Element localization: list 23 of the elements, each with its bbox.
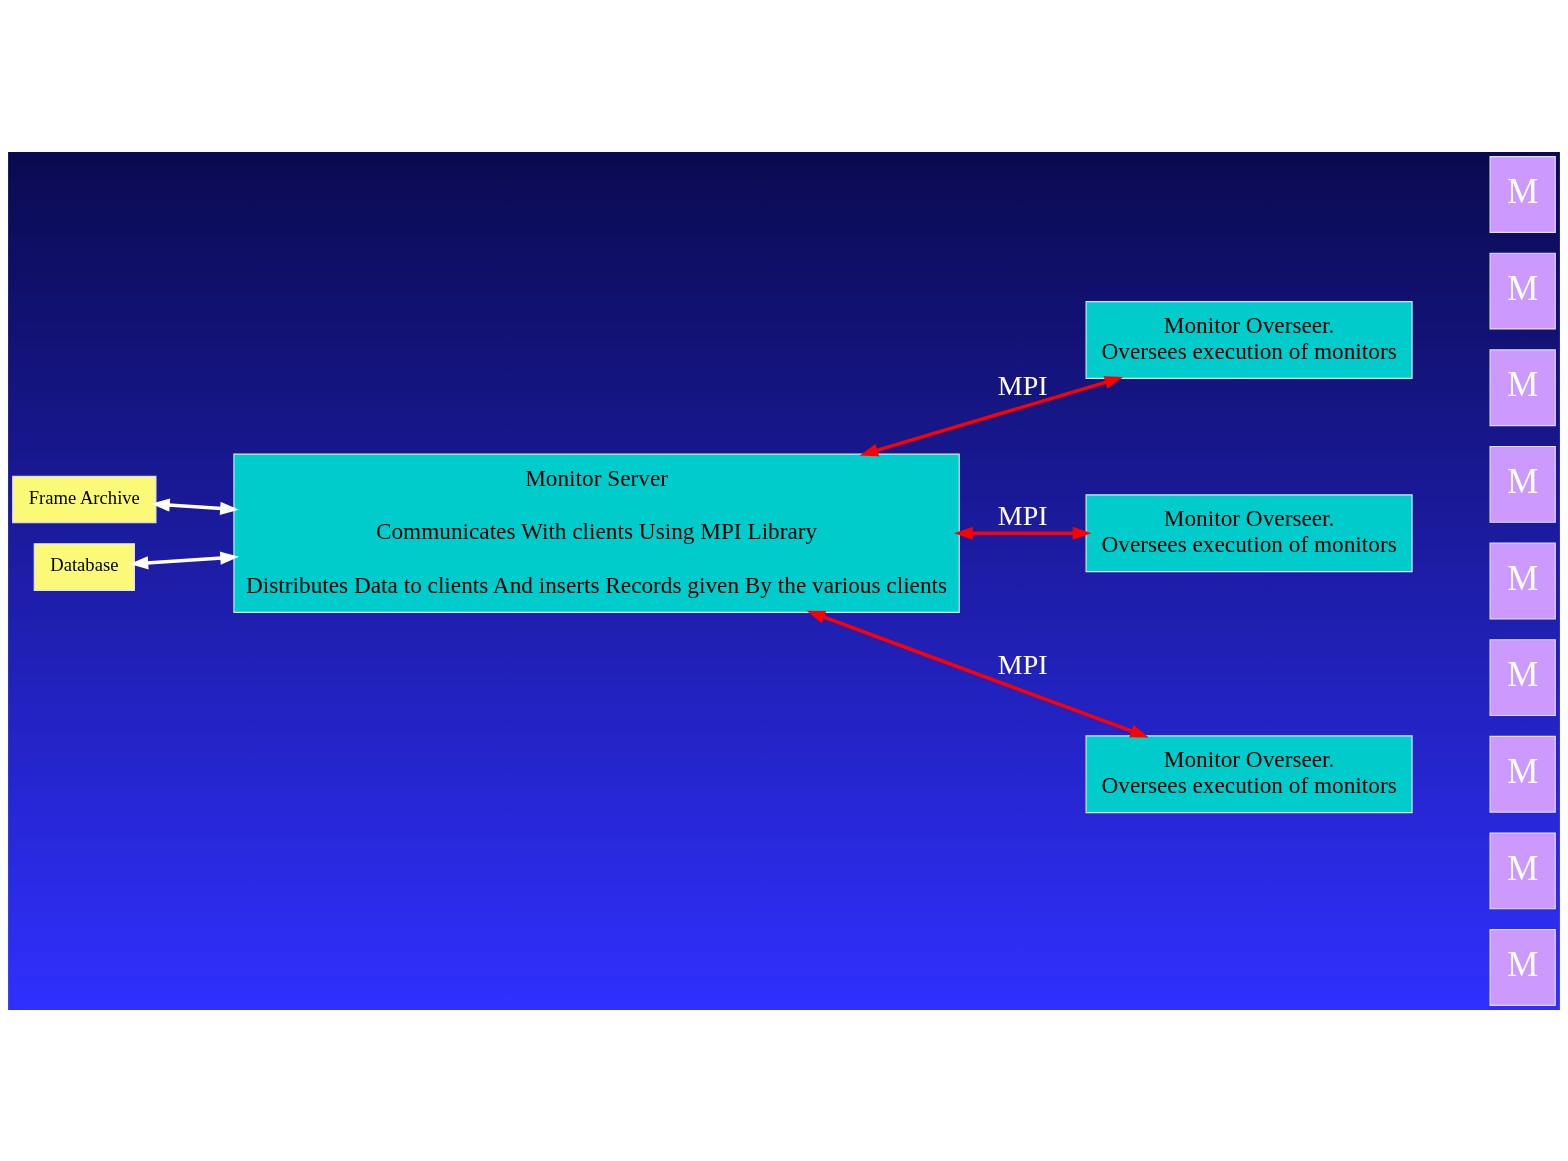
- node-box: M: [1489, 928, 1556, 1006]
- edge-label: MPI: [997, 648, 1048, 680]
- arrow: [129, 551, 239, 569]
- node-box: M: [1489, 252, 1556, 330]
- edge-label: MPI: [997, 499, 1048, 531]
- node-box: Database: [33, 542, 135, 591]
- arrow: [151, 498, 239, 515]
- edge-label: MPI: [997, 369, 1048, 401]
- arrow: [806, 610, 1149, 737]
- node-box: Monitor Overseer. Oversees execution of monitors: [1085, 493, 1413, 572]
- node-box: Monitor Overseer. Oversees execution of monitors: [1085, 300, 1413, 379]
- arrow: [954, 526, 1092, 540]
- node-box: M: [1489, 735, 1556, 813]
- node-box: Frame Archive: [12, 475, 157, 523]
- node-box: Monitor Server Communicates With clients Using MPI Library Distributes Data to clients And inserts Records given By the various clients: [233, 453, 960, 613]
- node-box: M: [1489, 542, 1556, 619]
- node-box: M: [1489, 445, 1556, 523]
- node-box: Monitor Overseer. Oversees execution of monitors: [1085, 734, 1413, 813]
- node-box: M: [1489, 348, 1556, 426]
- node-box: M: [1489, 638, 1556, 716]
- node-box: M: [1489, 155, 1556, 233]
- node-box: M: [1489, 831, 1556, 909]
- arrow: [859, 375, 1124, 456]
